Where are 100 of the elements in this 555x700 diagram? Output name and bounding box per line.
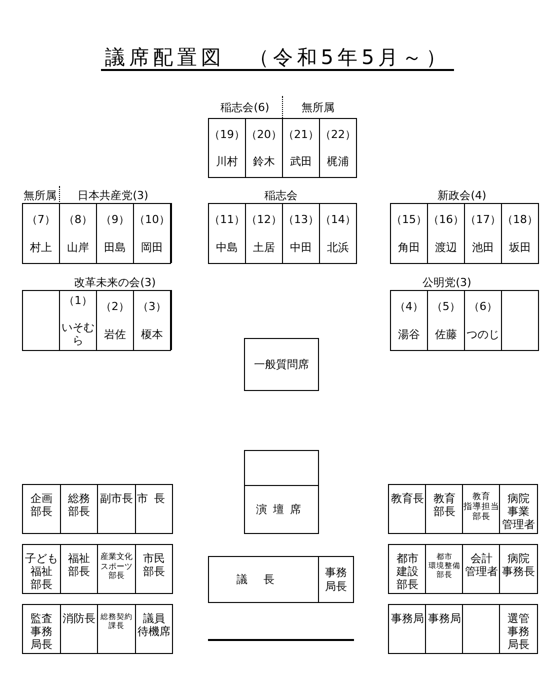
seat-box (282, 118, 320, 178)
seat-number: （2） (100, 300, 130, 314)
seat-box (388, 604, 426, 654)
seat-box (388, 544, 426, 594)
seat-label: 事務局 (428, 612, 461, 626)
empty-seat-box (244, 450, 319, 487)
seat-label: 一般質問席 (254, 358, 309, 372)
member-name: 角田 (398, 240, 420, 254)
seat-box (134, 484, 173, 534)
seat-box (208, 118, 246, 178)
seat-box (501, 203, 539, 264)
member-name: 湯谷 (398, 328, 420, 341)
seat-label: 企画部長 (30, 492, 52, 518)
seat-number: （16） (428, 213, 464, 226)
seat-box (22, 484, 60, 534)
seat-box (133, 290, 171, 351)
seat-label: 病院事務長 (502, 552, 535, 578)
seat-label: 副市長 (100, 492, 133, 506)
seat-box (319, 203, 357, 264)
seat-box (208, 203, 246, 264)
seat-number: （5） (432, 300, 460, 314)
seat-box (59, 290, 97, 351)
seat-label: 監査事務局長 (30, 612, 52, 652)
seat-box (60, 484, 98, 534)
seat-box (208, 556, 319, 603)
seat-box (462, 544, 500, 594)
seat-number: （18） (502, 213, 538, 226)
seat-box (97, 604, 136, 654)
seat-box (22, 604, 60, 654)
seat-box (282, 203, 320, 264)
seat-label: 教育指導担当部長 (463, 492, 500, 523)
empty-seat-box (462, 604, 500, 654)
seat-label: 選管事務局長 (507, 612, 530, 652)
member-name: 岡田 (141, 240, 163, 254)
party-label: 改革未来の会(3) (74, 275, 156, 290)
seat-label: 産業文化スポーツ部長 (100, 552, 132, 581)
member-name: 梶浦 (327, 155, 349, 168)
empty-seat-box (22, 290, 60, 351)
party-label: 無所属 (302, 100, 334, 115)
member-name: 佐藤 (435, 328, 457, 341)
member-name: つのじ (466, 328, 500, 341)
seat-label: 福祉部長 (68, 552, 90, 578)
seat-box (425, 604, 464, 654)
seat-box (390, 203, 428, 264)
seat-label: 消防長 (62, 612, 96, 626)
member-name: 山岸 (67, 240, 89, 254)
member-name: 村上 (30, 240, 52, 254)
seat-number: （3） (138, 300, 166, 314)
party-label: 日本共産党(3) (78, 188, 148, 203)
seat-box (427, 203, 465, 264)
seat-box (318, 556, 354, 603)
seat-label: 市長 (136, 492, 171, 506)
page-title: 議席配置図 （令和5年5月～） (100, 45, 454, 71)
member-name: 武田 (290, 155, 312, 168)
seat-box (245, 203, 283, 264)
seat-box (245, 118, 283, 178)
seat-box (22, 203, 60, 264)
seat-box (134, 604, 173, 654)
seat-box (97, 484, 136, 534)
member-name: 田島 (104, 240, 126, 254)
seat-number: （12） (246, 213, 282, 226)
seat-box (388, 484, 426, 534)
member-name: 北浜 (327, 240, 349, 254)
seat-number: （1） (64, 294, 92, 307)
seat-label: 病院事業管理者 (502, 492, 535, 532)
seat-box (390, 290, 428, 351)
seat-box (499, 544, 538, 594)
seat-box (319, 118, 357, 178)
member-name: 渡辺 (435, 240, 457, 254)
member-name: 榎本 (141, 328, 163, 341)
seat-box (96, 290, 134, 351)
seat-box (464, 290, 502, 351)
seat-number: （6） (468, 300, 498, 314)
seat-label: 議長 (236, 572, 290, 586)
seat-label: 都市建設部長 (396, 552, 418, 592)
party-label: 新政会(4) (438, 188, 486, 203)
seat-label: 教育部長 (433, 492, 456, 518)
seat-number: （14） (320, 213, 356, 226)
seat-box (427, 290, 465, 351)
seat-box (134, 544, 173, 594)
seat-label: 市民部長 (142, 552, 165, 578)
seat-number: （20） (246, 128, 282, 141)
seat-number: （7） (26, 213, 56, 226)
member-name: 坂田 (509, 240, 531, 254)
seat-number: （11） (209, 213, 245, 226)
member-name: 中島 (216, 240, 238, 254)
member-name: 中田 (290, 240, 312, 254)
empty-seat-box (501, 290, 539, 351)
seat-box (96, 203, 134, 264)
seat-box (60, 544, 98, 594)
party-label: 稲志会 (264, 188, 298, 203)
seat-label: 事務局長 (325, 566, 347, 593)
seat-box (244, 338, 319, 391)
seat-number: （9） (100, 213, 130, 226)
seat-box (133, 203, 171, 264)
seat-number: （19） (209, 128, 245, 141)
seat-number: （22） (320, 128, 356, 141)
seat-label: 事務局 (390, 612, 424, 626)
member-name: いそむら (60, 320, 96, 348)
seat-label: 会計管理者 (464, 552, 498, 578)
